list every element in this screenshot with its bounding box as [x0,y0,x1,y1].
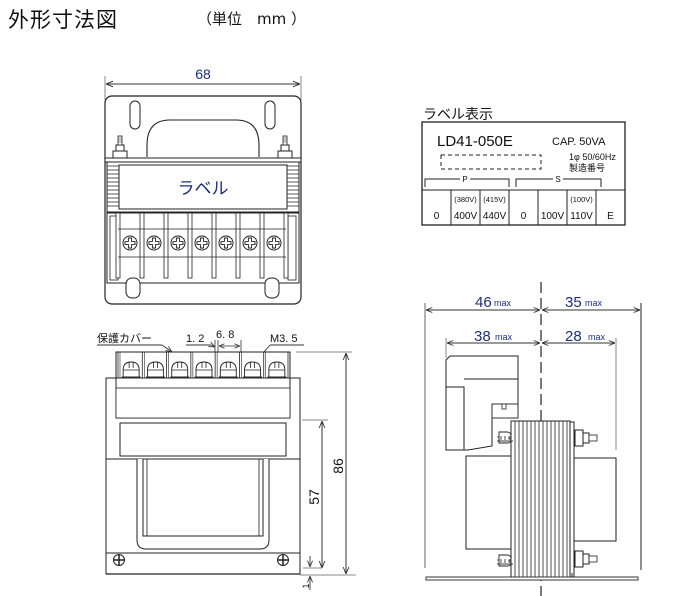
terminal-divider [187,212,193,279]
terminal-alt-voltage: (415V) [483,195,506,204]
side-view: 46 max 35 max 38 max 28 max [424,282,642,596]
cover-label: 保護カバー [97,331,152,345]
label-placeholder-text: ラベル [178,179,229,198]
terminal-voltage: 0 [434,211,440,222]
capacity: CAP. 50VA [552,136,606,148]
right-outer-dimension: 35 [565,294,582,311]
phase-frequency: 1φ 50/60Hz [569,152,616,162]
gap-dimension: 1. 2 [186,333,204,345]
terminal-divider [283,212,289,279]
base-thickness-dimension: 1 [301,583,311,588]
terminal-screw-icon [266,235,282,251]
page-title: 外形寸法図 [8,8,118,32]
width-dimension: 68 [195,66,211,82]
terminal-divider [139,212,145,279]
terminal-voltage: 110V [570,211,593,222]
max-suffix: max [495,332,513,342]
terminal-screw-icon [218,235,234,251]
core-laminations [510,420,571,580]
max-suffix: max [585,298,603,308]
left-inner-dimension: 38 [474,328,491,345]
terminal-voltage: 440V [483,211,507,222]
terminal-strip [115,212,289,279]
serial-label: 製造番号 [569,162,605,173]
left-outer-dimension: 46 [475,294,492,311]
terminal-screw-icon [170,235,186,251]
terminal-voltage: 400V [454,211,478,222]
model-number: LD41-050E [437,133,513,150]
height-total-dimension: 86 [330,458,346,474]
primary-mark: P [462,175,467,184]
base-plate [425,576,639,581]
terminal-voltage: 100V [541,211,565,222]
right-inner-dimension: 28 [565,328,582,345]
terminal-table: 0 (380V) 400V (415V) 440V 0 100V (100V) 110V E [434,190,614,225]
front-view: 68 ラベル [104,66,302,305]
serial-box [440,154,542,170]
pitch-dimension: 6. 8 [216,329,234,341]
label-area [118,164,288,210]
base-screw-icon [276,553,290,567]
secondary-mark: S [555,175,560,184]
label-display-heading: ラベル表示 [423,106,493,122]
screw-size: M3. 5 [270,333,298,345]
terminal-divider [115,212,121,279]
terminal-screw-icon [194,235,210,251]
label-display: ラベル表示 LD41-050E CAP. 50VA 1φ 50/60Hz 製造番… [421,106,626,226]
terminal-voltage: E [607,211,614,222]
label-plate [119,422,287,457]
terminal-screw-icon [242,235,258,251]
terminal-divider [259,212,265,279]
terminal-divider [163,212,169,279]
bolt-icon [574,550,598,568]
terminal-screw-icon [122,235,138,251]
terminal-alt-voltage: (380V) [454,195,477,204]
terminal-screw-icon [146,235,162,251]
mount-slot [264,100,276,130]
terminal-voltage: 0 [521,211,527,222]
unit-note: （単位 mm ） [197,10,306,28]
core-arch [146,119,260,157]
base-screw-icon [112,553,126,567]
mount-slot [129,100,141,130]
label-frame [421,121,626,226]
terminal-alt-voltage: (100V) [570,195,593,204]
terminal-divider [211,212,217,279]
max-suffix: max [494,298,512,308]
max-suffix: max [588,332,606,342]
terminal-divider [235,212,241,279]
height-mount-dimension: 57 [306,489,322,505]
bolt-icon [574,429,598,447]
elevation-view: 保護カバー 1. 2 6. 8 M3. 5 86 [97,329,356,590]
